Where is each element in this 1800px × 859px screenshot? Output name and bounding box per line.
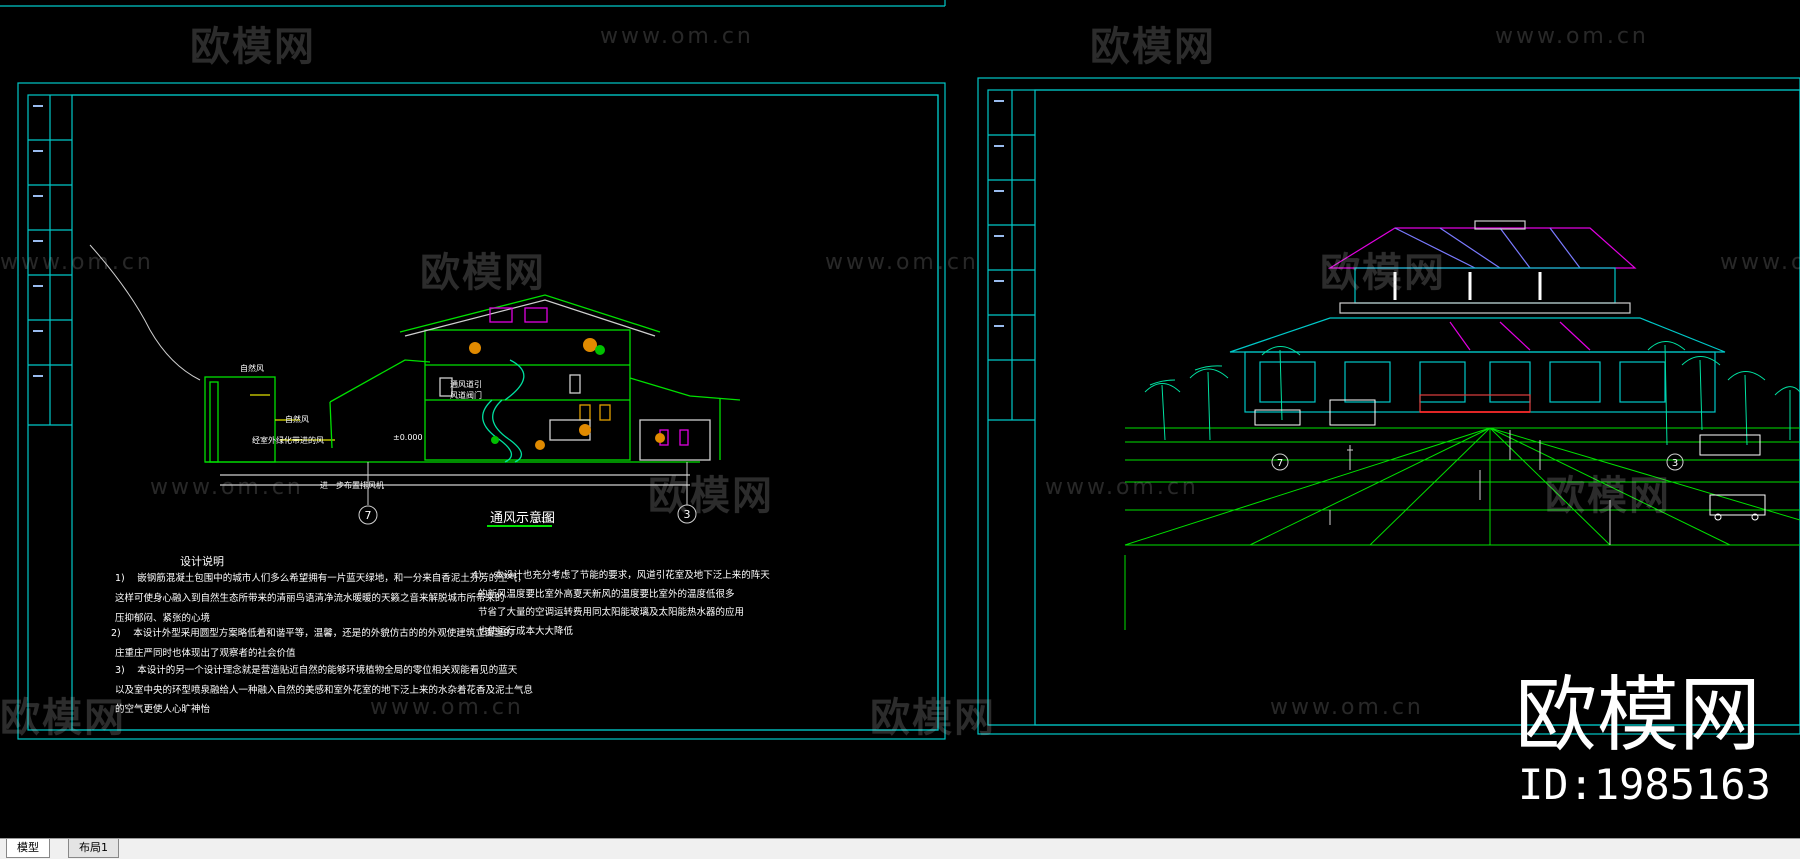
section-scale: 1:100 <box>534 516 554 524</box>
annotation-duct: 通风道引 <box>450 379 482 389</box>
sheet-2-grid-label-a: 7 <box>1277 458 1283 469</box>
grid-label-a: 7 <box>365 509 372 522</box>
palm-trees <box>1144 341 1800 446</box>
sheet-2-grid-bubbles <box>1271 453 1684 471</box>
design-notes-right: 4) 本设计也充分考虑了节能的要求，风道引花室及地下泛上来的阵天 的新风温度要比… <box>472 569 770 637</box>
sheet-2-frame <box>977 77 1800 735</box>
svg-text:1) 嵌钢筋混凝土包围中的城市人们多么希望拥有一片蓝天绿地: 1) 嵌钢筋混凝土包围中的城市人们多么希望拥有一片蓝天绿地，和一分来自香泥土芬芳… <box>115 572 527 584</box>
svg-text:以及室中央的环型喷泉融给人一种融入自然的美感和室外花室的地下: 以及室中央的环型喷泉融给人一种融入自然的美感和室外花室的地下泛上来的水杂着花香及… <box>115 684 533 696</box>
annotation-natural-wind-2: 自然风 <box>285 414 309 424</box>
brand-watermark: 欧模网 <box>1515 668 1762 763</box>
annotation-green-belt: 经室外绿化带进的风 <box>252 435 324 445</box>
svg-text:也使运行成本大大降低: 也使运行成本大大降低 <box>478 625 574 637</box>
perspective-ground-grid <box>1124 427 1800 630</box>
grid-label-b: 3 <box>684 508 691 521</box>
tab-layout-1[interactable]: 布局1 <box>68 839 119 858</box>
svg-text:压抑郁闷、紧张的心境: 压抑郁闷、紧张的心境 <box>115 612 211 624</box>
svg-text:3) 本设计的另一个设计理念就是营造贴近自然的能够环境植物: 3) 本设计的另一个设计理念就是营造贴近自然的能够环境植物全局的零位相关观能看见… <box>115 664 518 676</box>
annotation-natural-wind-1: 自然风 <box>240 363 264 373</box>
sheet-1-titleblock-ticks <box>33 105 43 377</box>
section-title: 通风示意图 <box>490 510 555 526</box>
vehicles <box>1254 399 1766 521</box>
section-plants <box>469 338 665 450</box>
ventilation-section-drawing <box>204 294 741 486</box>
building-perspective <box>1229 220 1726 413</box>
svg-text:的新风温度要比室外高夏天新风的温度要比室外的温度低很多: 的新风温度要比室外高夏天新风的温度要比室外的温度低很多 <box>478 588 735 600</box>
svg-text:2) 本设计外型采用圆型方案略低着和谐平等，温馨，还是的外: 2) 本设计外型采用圆型方案略低着和谐平等，温馨，还是的外貌仿古的的外观使建筑立… <box>111 627 513 639</box>
svg-text:的空气更使人心旷神怡: 的空气更使人心旷神怡 <box>115 703 211 715</box>
design-notes-title: 设计说明 <box>180 554 224 568</box>
svg-text:这样可使身心融入到自然生态所带来的清丽鸟语清净流水暖暖的天籁: 这样可使身心融入到自然生态所带来的清丽鸟语清净流水暖暖的天籁之音来解脱城市所带来… <box>115 592 505 604</box>
tab-model[interactable]: 模型 <box>6 839 50 858</box>
sheet-1-grid-bubbles <box>358 462 697 525</box>
svg-text:节省了大量的空调运转费用同太阳能玻璃及太阳能热水器的应用: 节省了大量的空调运转费用同太阳能玻璃及太阳能热水器的应用 <box>478 606 744 618</box>
dimension-label: 进一步布置排风机 <box>320 480 384 490</box>
people-figures <box>1329 430 1611 545</box>
sheet-2-titleblock-ticks <box>994 100 1004 327</box>
slope-line <box>89 244 201 381</box>
annotation-damper: 风道阀门 <box>450 390 482 400</box>
sheet-1-frame <box>17 82 946 740</box>
layout-tab-bar: 模型 布局1 <box>0 838 1800 859</box>
svg-text:庄重庄严同时也体现出了观察者的社会价值: 庄重庄严同时也体现出了观察者的社会价值 <box>115 647 296 659</box>
sheet-2-grid-label-b: 3 <box>1672 458 1678 469</box>
model-id-label: ID:1985163 <box>1518 760 1771 809</box>
top-frame-partial <box>0 0 946 7</box>
design-notes-left: 1) 嵌钢筋混凝土包围中的城市人们多么希望拥有一片蓝天绿地，和一分来自香泥土芬芳… <box>111 572 533 715</box>
cad-drawing-canvas[interactable]: 7 3 自然风 自然风 经室外绿化带进的风 通风道引 风道阀门 ±0.000 进… <box>0 0 1800 838</box>
svg-text:4) 本设计也充分考虑了节能的要求，风道引花室及地下泛上来: 4) 本设计也充分考虑了节能的要求，风道引花室及地下泛上来的阵天 <box>472 569 770 581</box>
elevation-mark: ±0.000 <box>393 433 423 442</box>
